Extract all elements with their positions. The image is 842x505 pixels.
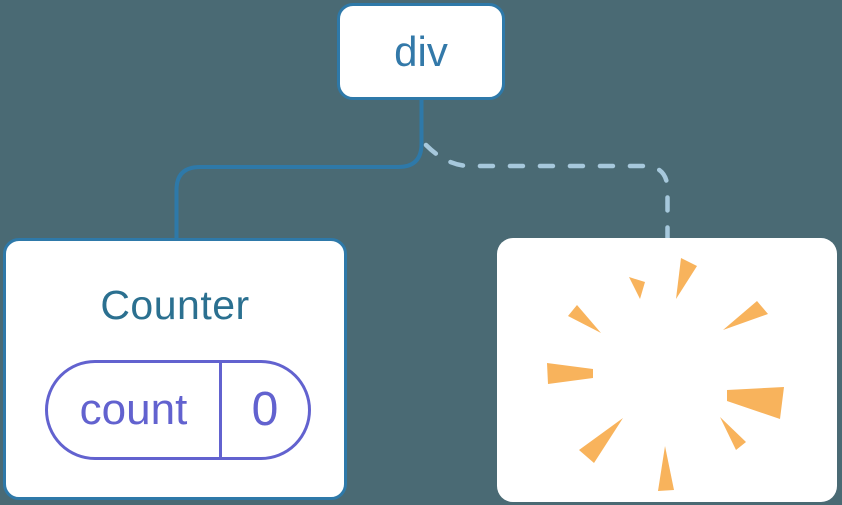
poof-wedge <box>676 258 697 299</box>
state-value: 0 <box>251 383 279 436</box>
poof-wedge <box>568 305 601 333</box>
node-div-label: div <box>394 27 448 75</box>
poof-wedge <box>547 363 593 384</box>
edge-div-to-counter <box>174 100 424 239</box>
counter-title: Counter <box>100 282 250 328</box>
edge-div-to-removed <box>423 142 670 241</box>
poof-wedge <box>658 446 674 491</box>
state-pill: count 0 <box>45 360 311 460</box>
node-removed <box>497 238 837 502</box>
poof-wedge <box>727 387 784 419</box>
poof-wedge <box>629 277 645 299</box>
state-key-label: count <box>48 363 222 457</box>
poof-wedge <box>720 417 746 450</box>
poof-burst-icon <box>547 258 784 491</box>
poof-wedge <box>723 301 768 330</box>
node-div: div <box>337 3 505 100</box>
poof-wedge <box>579 418 623 463</box>
node-counter: Counter count 0 <box>3 238 347 500</box>
